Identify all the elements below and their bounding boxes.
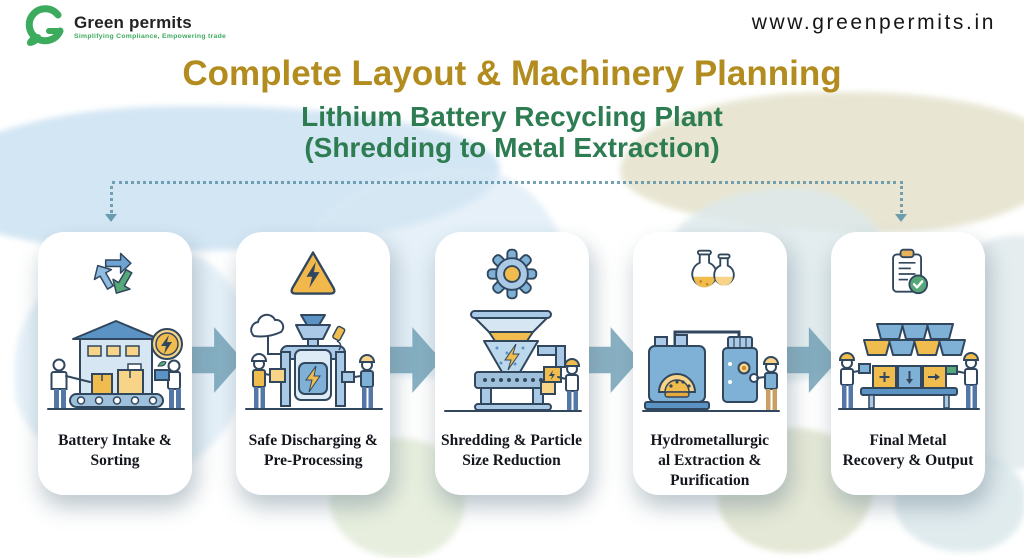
gear-icon: [486, 248, 537, 300]
step-label: Hydrometallurgic al Extraction & Purific…: [650, 432, 770, 490]
process-steps-row: Battery Intake & Sorting: [38, 232, 985, 495]
brand-tagline: Simplifying Compliance, Empowering trade: [74, 32, 227, 40]
step-label: Shredding & Particle Size Reduction: [441, 432, 582, 470]
step-card-final-recovery: Final Metal Recovery & Output: [831, 232, 985, 495]
step-label: Safe Discharging & Pre-Processing: [248, 432, 378, 470]
checklist-icon: [892, 248, 929, 295]
brand-logo: Green permits Simplifying Compliance, Em…: [24, 5, 226, 49]
arrow-down-icon: [895, 214, 907, 228]
subtitle-line1: Lithium Battery Recycling Plant: [301, 101, 723, 132]
step-card-hydrometallurgical: Hydrometallurgic al Extraction & Purific…: [632, 232, 787, 495]
discharging-machine-illustration: [245, 313, 384, 410]
brand-name: Green permits: [74, 12, 192, 32]
process-guide-dotted-line: [112, 181, 903, 184]
subtitle-line2: (Shredding to Metal Extraction): [304, 132, 720, 164]
guide-drop-left: [110, 186, 113, 213]
header: Green permits Simplifying Compliance, Em…: [0, 0, 1024, 56]
green-permits-logo-icon: [25, 5, 64, 46]
chemistry-flasks-icon: [691, 249, 735, 288]
page-title: Complete Layout & Machinery Planning: [182, 54, 842, 93]
step-card-shredding: Shredding & Particle Size Reduction: [434, 232, 589, 495]
website-url: www.greenpermits.in: [751, 11, 996, 34]
step-label: Final Metal Recovery & Output: [842, 432, 974, 470]
electrical-hazard-icon: [290, 251, 336, 295]
shredder-machine-illustration: [443, 310, 582, 412]
step-card-safe-discharging: Safe Discharging & Pre-Processing: [236, 232, 391, 495]
flow-arrow-right-icon: [383, 327, 442, 393]
step-card-battery-intake: Battery Intake & Sorting: [38, 232, 192, 495]
page-subtitle: Lithium Battery Recycling Plant (Shreddi…: [0, 101, 1024, 164]
flow-arrow-right-icon: [581, 327, 640, 393]
extraction-tanks-illustration: [641, 330, 780, 412]
warehouse-intake-illustration: [47, 320, 185, 410]
step-label: Battery Intake & Sorting: [58, 432, 172, 470]
flow-arrow-right-icon: [185, 327, 244, 393]
arrow-down-icon: [105, 214, 117, 228]
flow-arrow-right-icon: [779, 327, 838, 393]
recycle-icon: [93, 252, 133, 294]
metal-ingots-illustration: [838, 323, 980, 410]
guide-drop-right: [900, 186, 903, 213]
